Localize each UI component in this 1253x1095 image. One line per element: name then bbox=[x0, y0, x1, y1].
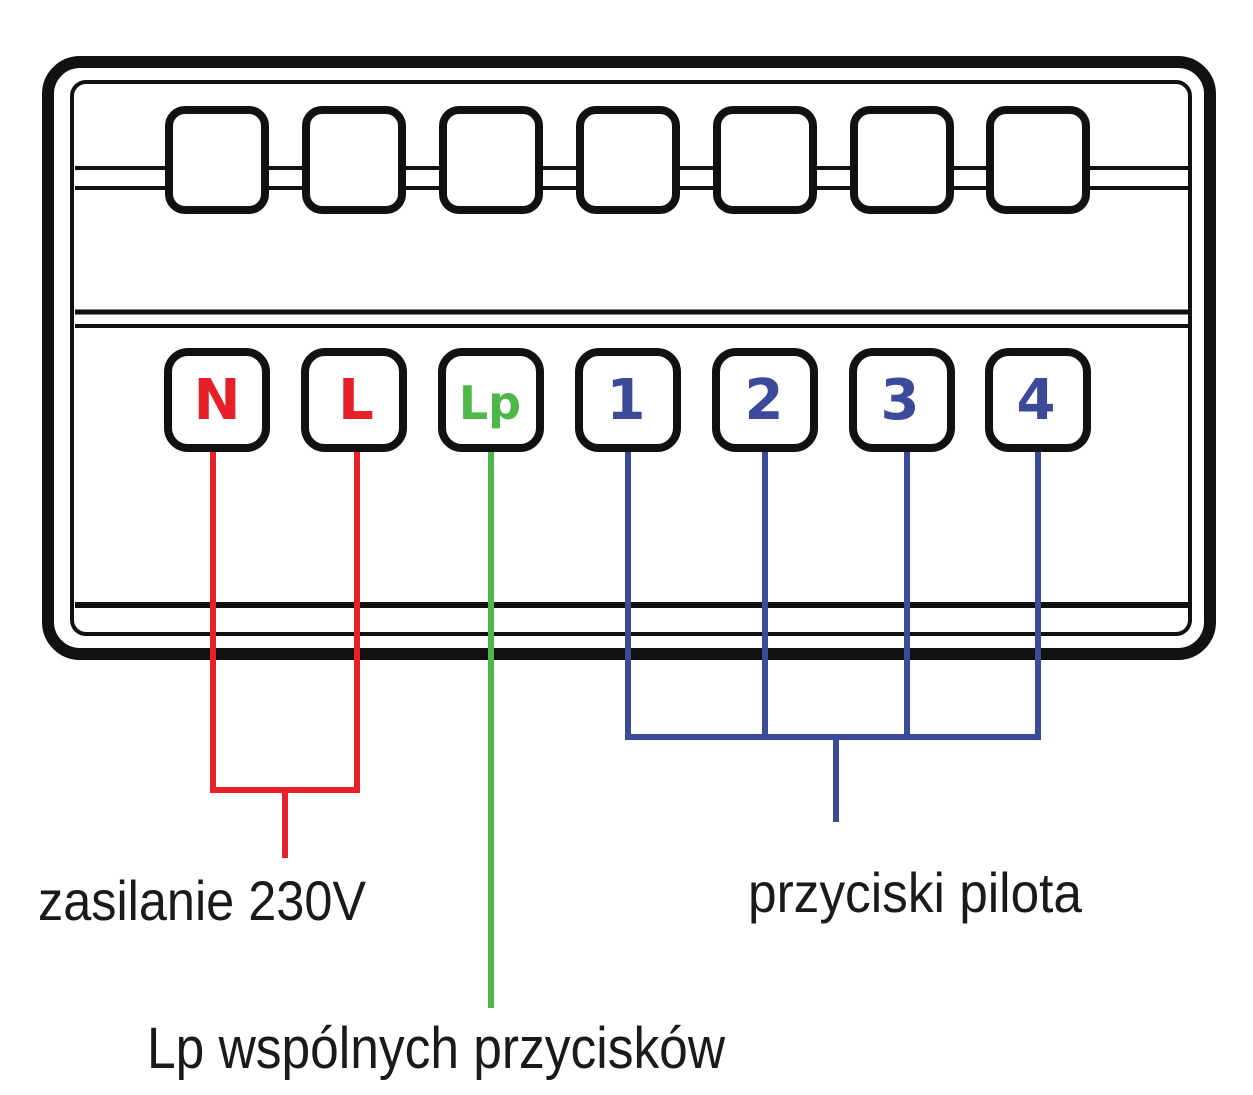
terminal-1: 1 bbox=[575, 348, 681, 452]
upper-terminal bbox=[850, 106, 954, 214]
upper-terminal-row bbox=[165, 106, 1090, 214]
terminal-label: 4 bbox=[1017, 368, 1056, 433]
upper-terminal bbox=[165, 106, 269, 214]
terminal-label: L bbox=[338, 368, 374, 433]
upper-terminal bbox=[986, 106, 1090, 214]
terminal-3: 3 bbox=[849, 348, 955, 452]
terminal-4: 4 bbox=[985, 348, 1091, 452]
terminal-2: 2 bbox=[712, 348, 818, 452]
upper-terminal bbox=[713, 106, 817, 214]
terminal-label: 3 bbox=[881, 368, 920, 433]
terminal-label: N bbox=[194, 368, 241, 433]
upper-terminal bbox=[439, 106, 543, 214]
terminal-lp: Lp bbox=[438, 348, 544, 452]
upper-terminal bbox=[302, 106, 406, 214]
caption-common: Lp wspólnych przycisków bbox=[147, 1016, 726, 1081]
terminal-l: L bbox=[301, 348, 407, 452]
terminal-label: 2 bbox=[745, 368, 784, 433]
button-wires bbox=[625, 452, 1041, 822]
caption-buttons: przyciski pilota bbox=[748, 861, 1083, 924]
terminal-n: N bbox=[164, 348, 270, 452]
terminal-label: 1 bbox=[607, 368, 646, 433]
caption-power: zasilanie 230V bbox=[38, 869, 367, 932]
terminal-label: Lp bbox=[459, 376, 521, 430]
lower-terminal-row: N L Lp 1 2 3 4 bbox=[164, 348, 1091, 452]
upper-terminal bbox=[576, 106, 680, 214]
power-wires bbox=[210, 452, 360, 858]
